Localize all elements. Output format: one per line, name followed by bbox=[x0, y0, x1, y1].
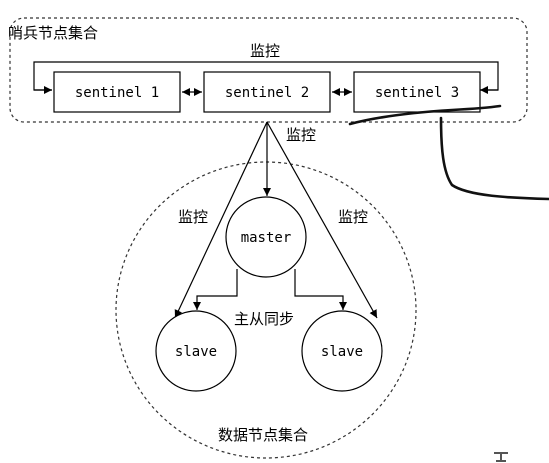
pen-annotation-stroke-1 bbox=[348, 104, 502, 126]
data-group-label: 数据节点集合 bbox=[218, 426, 308, 444]
monitor-arrow-to-right-slave bbox=[266, 121, 378, 319]
monitor-label-left: 监控 bbox=[178, 208, 208, 226]
master-node: master bbox=[225, 196, 307, 278]
data-group-container bbox=[115, 161, 417, 459]
sync-arrow-right bbox=[294, 269, 347, 310]
monitor-label-center: 监控 bbox=[286, 126, 316, 144]
sync-label: 主从同步 bbox=[234, 310, 294, 328]
sentinel-group-container bbox=[9, 17, 528, 123]
sentinel-1-label: sentinel 1 bbox=[75, 85, 159, 101]
sentinel-3-label: sentinel 3 bbox=[375, 85, 459, 101]
sentinel-group-label: 哨兵节点集合 bbox=[8, 24, 98, 42]
top-monitor-label: 监控 bbox=[250, 42, 280, 60]
master-label: master bbox=[241, 230, 292, 246]
monitor-label-right: 监控 bbox=[338, 208, 368, 226]
monitor-arrow-to-left-slave bbox=[174, 121, 268, 319]
sentinel-2-node: sentinel 2 bbox=[203, 71, 331, 113]
sentinel-1-node: sentinel 1 bbox=[53, 71, 181, 113]
sentinel-2-label: sentinel 2 bbox=[225, 85, 309, 101]
slave-node-left: slave bbox=[155, 310, 237, 392]
cursor-icon bbox=[494, 452, 508, 462]
sentinel-3-node: sentinel 3 bbox=[353, 71, 481, 113]
slave-node-right: slave bbox=[301, 310, 383, 392]
pen-annotation-stroke-2 bbox=[439, 116, 549, 201]
slave-right-label: slave bbox=[321, 344, 363, 360]
slave-left-label: slave bbox=[175, 344, 217, 360]
sync-arrow-left bbox=[193, 269, 238, 310]
